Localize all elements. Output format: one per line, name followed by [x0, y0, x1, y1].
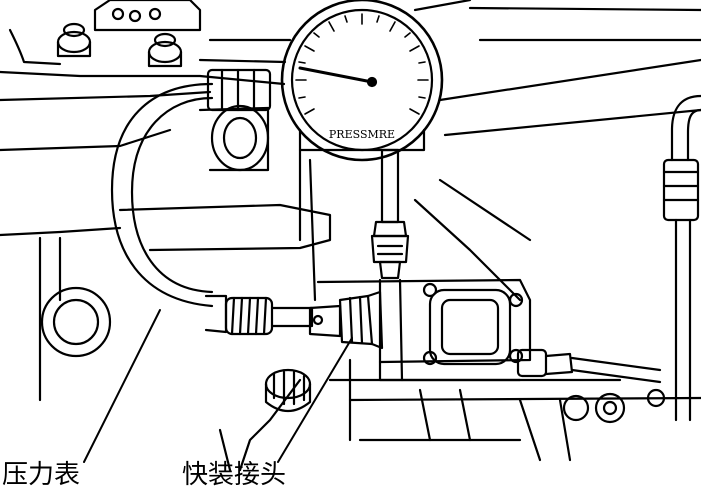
pressure-gauge: PRESSMRE: [280, 0, 444, 280]
right-pipe: [662, 94, 701, 422]
leader-quick-coupling: [277, 337, 353, 463]
gauge-dial-text: PRESSMRE: [329, 128, 395, 141]
leader-lines: [83, 309, 353, 463]
engine-port: [40, 286, 112, 358]
label-quick-coupling: 快装接头: [182, 460, 287, 490]
label-pressure-gauge: 压力表: [2, 460, 81, 490]
quick-coupling: [308, 290, 384, 350]
banjo-fitting: [198, 68, 272, 172]
gauge-hose: [110, 82, 214, 308]
head-bolts: [8, 0, 202, 68]
engine-block: [0, 0, 701, 402]
drain-plug: [264, 368, 312, 413]
leader-pressure-gauge: [83, 309, 161, 463]
gauge-ticks: [295, 13, 429, 115]
gauge-needle: [298, 66, 374, 84]
pump-outlet-fitting: [516, 348, 662, 384]
hose-end-fitting: [204, 294, 314, 336]
lower-bolts: [562, 388, 666, 424]
